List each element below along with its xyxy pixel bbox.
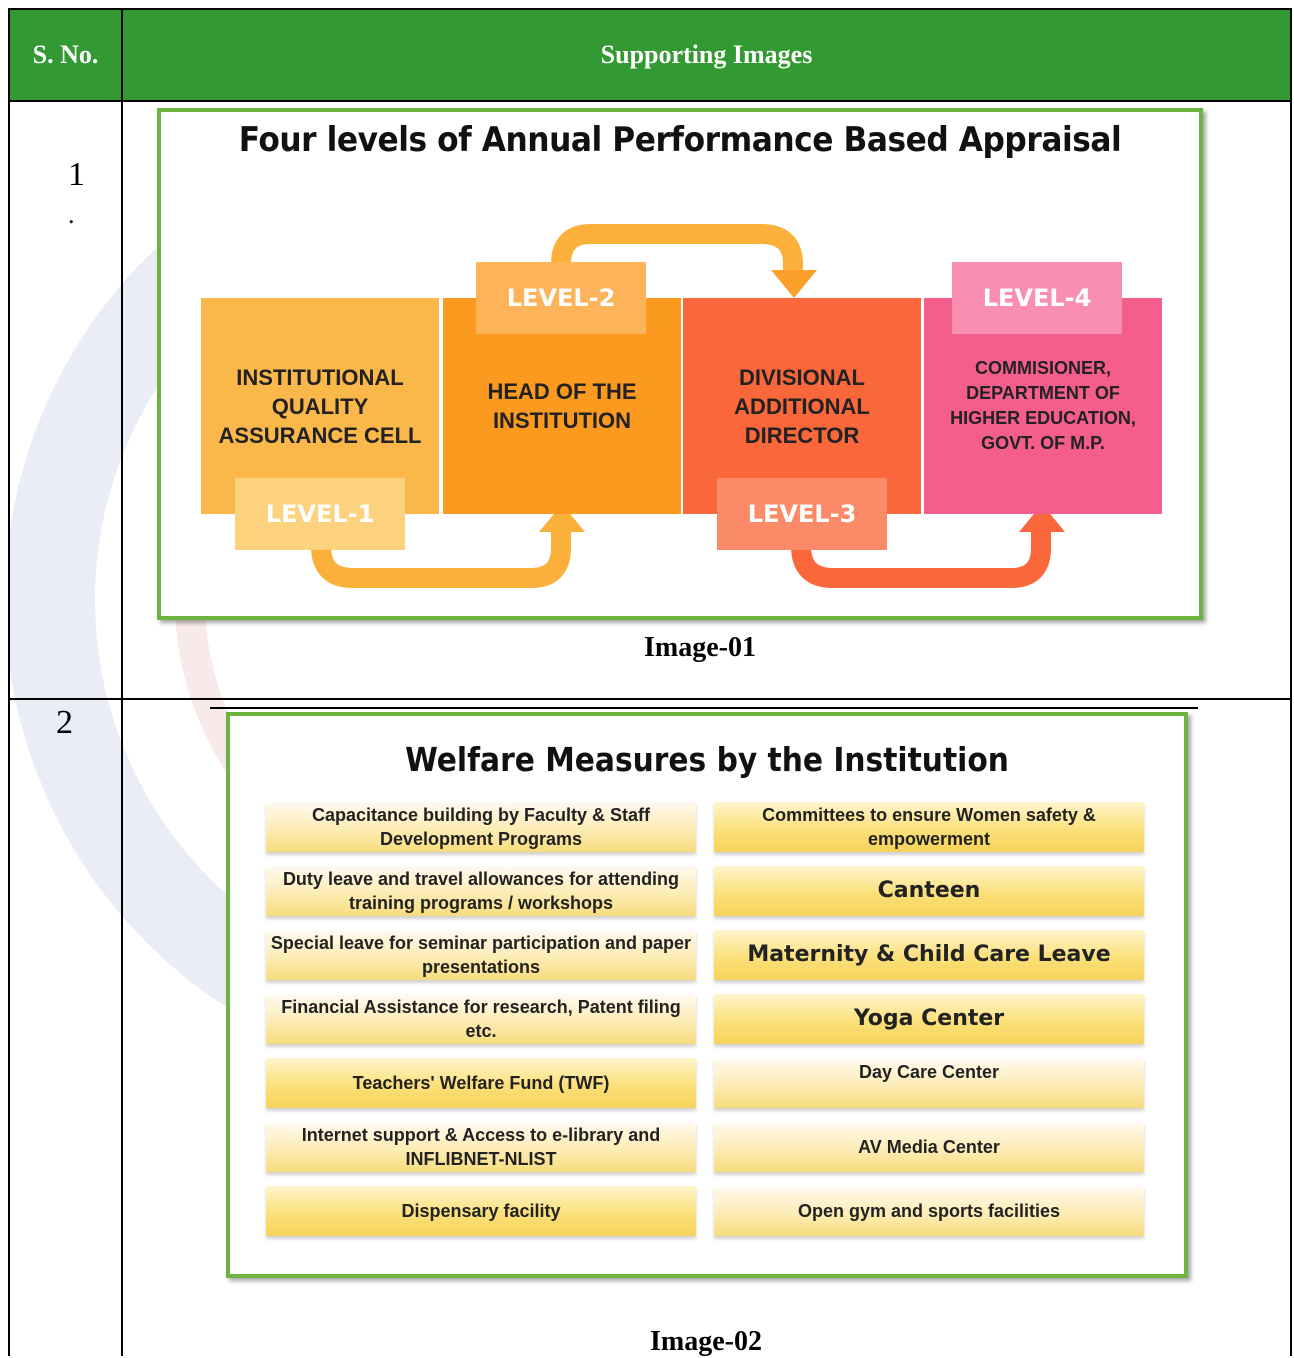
appraisal-arrows: [311, 224, 1065, 588]
appraisal-figure: Four levels of Annual Performance Based …: [157, 108, 1203, 620]
level-4-tag: LEVEL-4: [952, 262, 1122, 334]
welfare-right-6: AV Media Center: [714, 1122, 1144, 1172]
welfare-left-3: Special leave for seminar participation …: [266, 930, 696, 980]
welfare-right-5: Day Care Center: [714, 1058, 1144, 1108]
welfare-right-2: Canteen: [714, 866, 1144, 916]
welfare-left-2: Duty leave and travel allowances for att…: [266, 866, 696, 916]
welfare-right-7: Open gym and sports facilities: [714, 1186, 1144, 1236]
row-2-number: 2: [56, 704, 73, 741]
caption-image-02: Image-02: [650, 1326, 762, 1357]
column-divider: [121, 102, 123, 1356]
level-4-box: COMMISIONER, DEPARTMENT OF HIGHER EDUCAT…: [924, 298, 1162, 514]
header-sno: S. No.: [10, 10, 123, 100]
level-2-tag: LEVEL-2: [476, 262, 646, 334]
welfare-left-4: Financial Assistance for research, Paten…: [266, 994, 696, 1044]
welfare-title: Welfare Measures by the Institution: [405, 740, 1009, 779]
welfare-right-1: Committees to ensure Women safety & empo…: [714, 802, 1144, 852]
level-2-box: HEAD OF THE INSTITUTION: [443, 298, 681, 514]
level-1-tag: LEVEL-1: [235, 478, 405, 550]
row-divider: [8, 698, 1292, 700]
welfare-left-5: Teachers' Welfare Fund (TWF): [266, 1058, 696, 1108]
level-3-tag: LEVEL-3: [717, 478, 887, 550]
welfare-right-4: Yoga Center: [714, 994, 1144, 1044]
welfare-left-1: Capacitance building by Faculty & Staff …: [266, 802, 696, 852]
table-header: S. No. Supporting Images: [8, 8, 1292, 102]
caption-image-01: Image-01: [644, 632, 756, 663]
welfare-left-6: Internet support & Access to e-library a…: [266, 1122, 696, 1172]
figure-top-rule: [210, 707, 1198, 709]
header-supporting-images: Supporting Images: [600, 40, 813, 69]
welfare-right-3: Maternity & Child Care Leave: [714, 930, 1144, 980]
row-1-number-dot: .: [68, 200, 75, 229]
appraisal-title: Four levels of Annual Performance Based …: [238, 120, 1122, 160]
row-1-number: 1: [68, 156, 85, 193]
welfare-left-7: Dispensary facility: [266, 1186, 696, 1236]
welfare-figure: Welfare Measures by the Institution Capa…: [226, 712, 1188, 1278]
